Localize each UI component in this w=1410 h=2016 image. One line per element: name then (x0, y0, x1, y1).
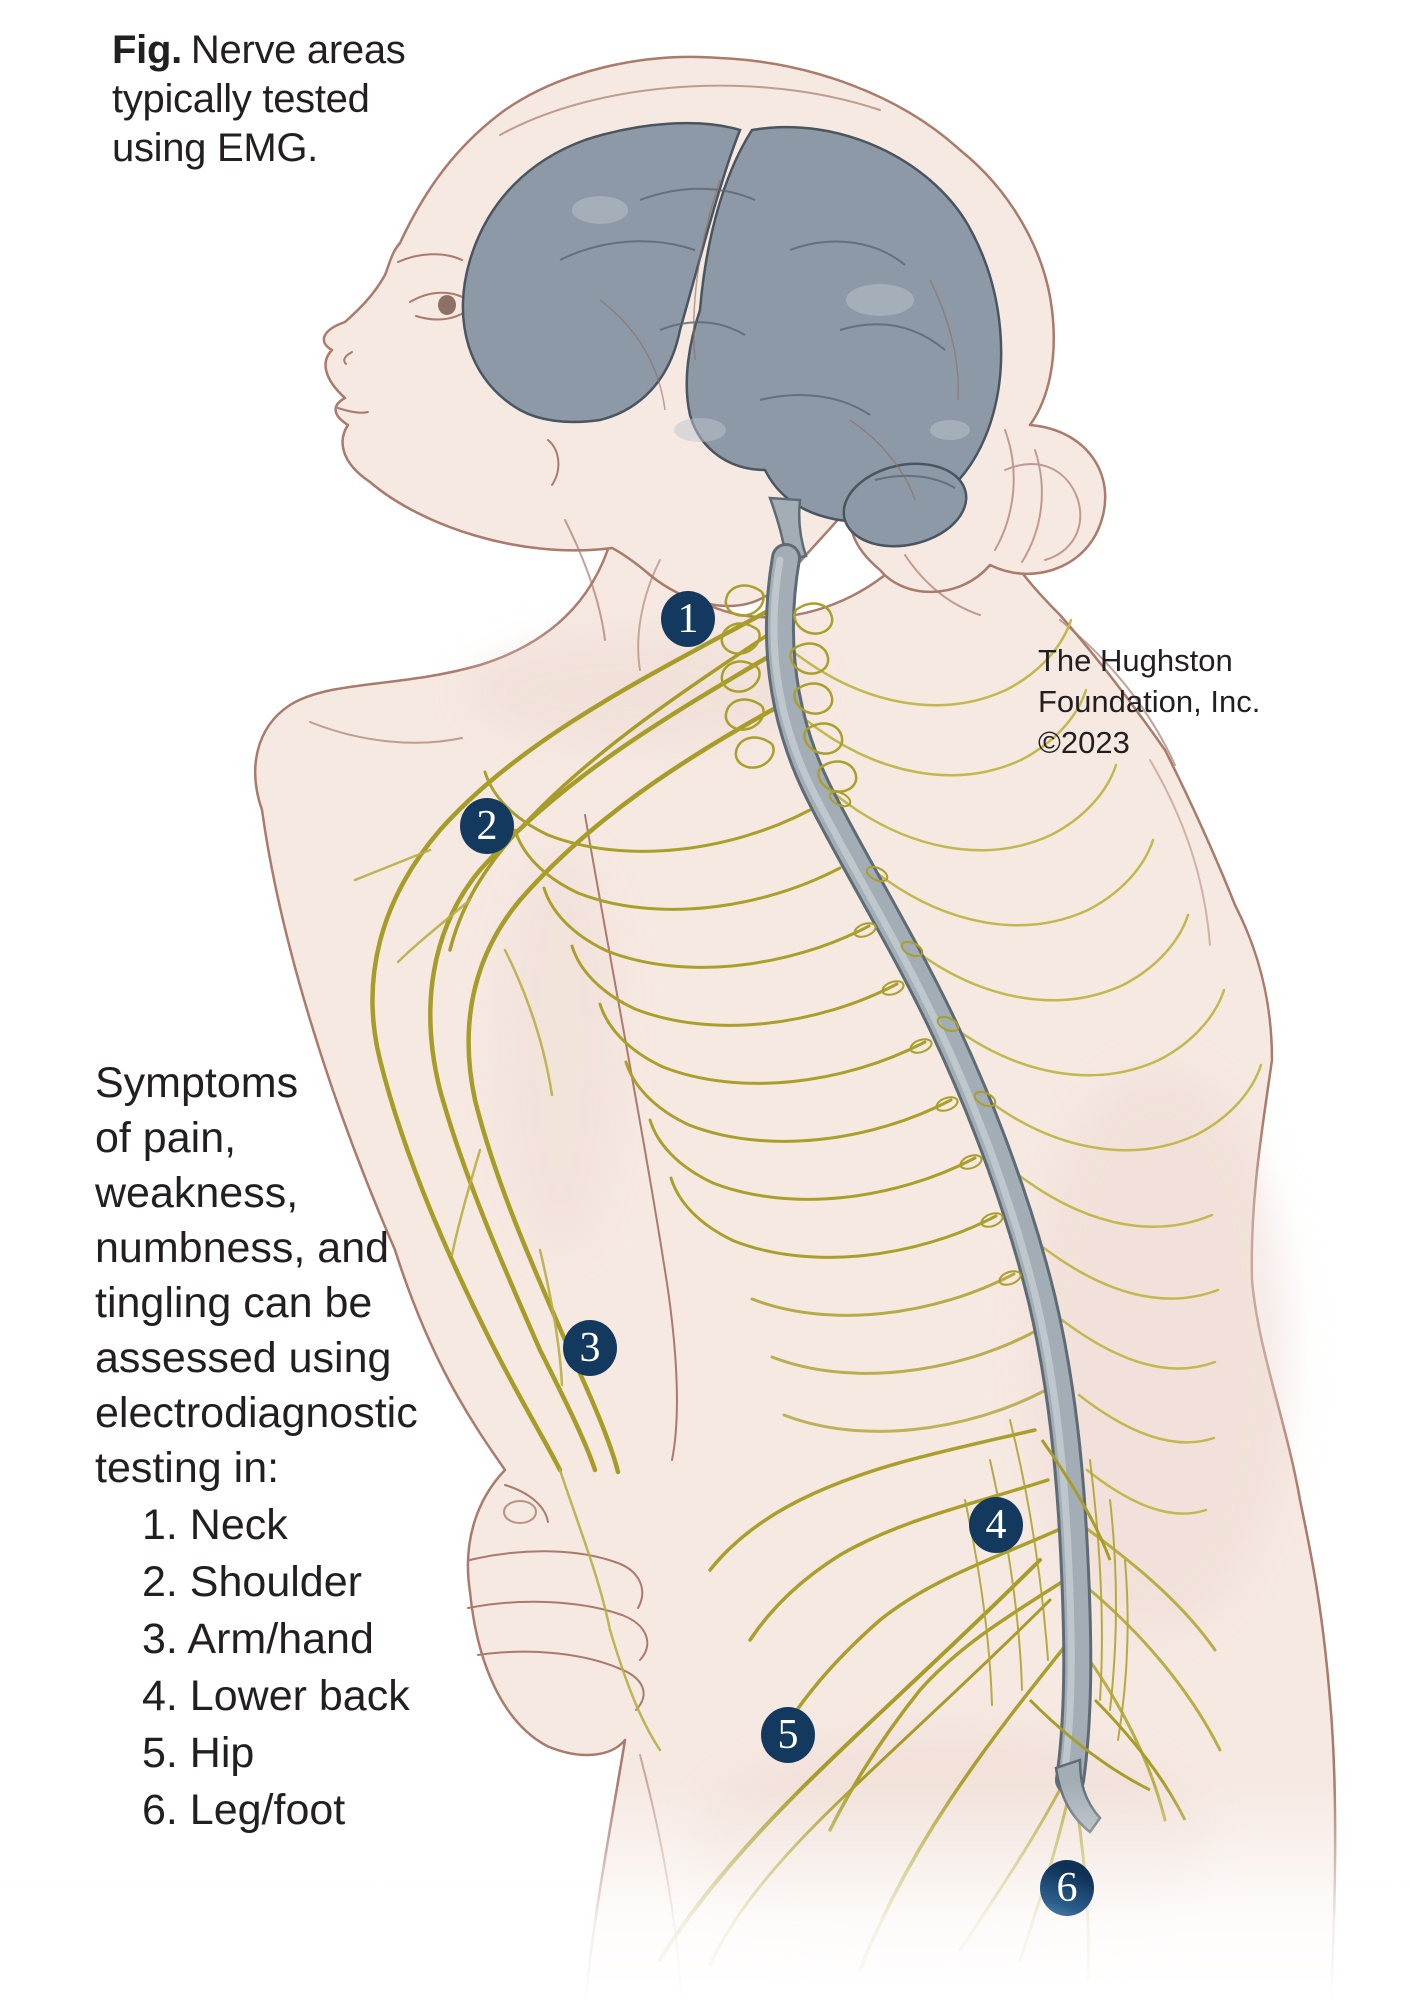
marker-badge-leg-foot: 6 (1040, 1860, 1094, 1916)
nostril-line (343, 351, 353, 365)
finger-crease-1 (469, 1550, 616, 1563)
marker-badge-lower-back: 4 (969, 1497, 1023, 1553)
scapula-line (1149, 759, 1211, 946)
marker-number: 5 (777, 1712, 799, 1758)
brain-highlights (572, 196, 970, 442)
finger-tip-1 (614, 1561, 644, 1609)
legend-item-neck: 1. Neck (142, 1501, 288, 1549)
marker-number: 2 (476, 803, 498, 849)
attribution: The Hughston Foundation, Inc. ©2023 (1038, 640, 1338, 763)
thumbnail (503, 1500, 537, 1524)
legend-item-arm-hand: 3. Arm/hand (142, 1615, 374, 1663)
iris (438, 295, 456, 315)
mouth-line (337, 407, 369, 414)
hair-strands (499, 84, 1082, 616)
symptom-legend-list: 1. Neck 2. Shoulder 3. Arm/hand 4. Lower… (142, 1497, 502, 1839)
neck-crease-line (564, 519, 606, 641)
eyebrow-line (397, 253, 463, 263)
cervical-nerve-loops (720, 584, 858, 793)
ear-line (547, 439, 560, 486)
lower-eyelid-line (415, 311, 466, 321)
caption-prefix: Fig. (112, 28, 182, 72)
legend-item-leg-foot: 6. Leg/foot (142, 1786, 346, 1834)
neck-crease-line-2 (637, 559, 661, 671)
legend-item-lower-back: 4. Lower back (142, 1672, 410, 1720)
attribution-line: ©2023 (1038, 725, 1130, 760)
hand-details (467, 1484, 649, 1711)
symptoms-line: tingling can be (95, 1279, 373, 1327)
caption-text: Nerve areas typically tested using EMG. (112, 28, 406, 170)
attribution-line: The Hughston (1038, 643, 1233, 678)
spinal-cord (765, 543, 1102, 1834)
marker-badge-arm-hand: 3 (563, 1320, 617, 1376)
intercostal-nerves-left (483, 770, 1048, 1433)
attribution-line: Foundation, Inc. (1038, 684, 1261, 719)
symptoms-line: numbness, and (95, 1224, 390, 1272)
symptoms-line: electrodiagnostic (95, 1389, 418, 1437)
marker-number: 3 (579, 1325, 601, 1371)
brain-gyri-lines (559, 187, 956, 489)
symptoms-line: assessed using (95, 1334, 392, 1382)
brain-sketch-lines (599, 179, 960, 501)
spinal-cord-highlight (770, 556, 1075, 1780)
spinal-cord-body (768, 546, 1090, 1792)
trapezius-line (1059, 619, 1176, 766)
marker-badge-hip: 5 (761, 1707, 815, 1763)
bottom-fade-overlay (0, 1781, 1410, 2016)
finger-tip-2 (621, 1614, 649, 1661)
nerve-roots (720, 584, 1187, 1821)
arm-nerve-branches (353, 848, 662, 1752)
finger-crease-3 (477, 1650, 619, 1669)
marker-number: 6 (1056, 1865, 1078, 1911)
collarbone-line (309, 721, 463, 744)
marker-number: 4 (985, 1502, 1007, 1548)
thumb-line (504, 1484, 549, 1523)
inner-arm-line (584, 814, 678, 1461)
symptoms-line: testing in: (95, 1444, 280, 1492)
marker-badge-neck: 1 (661, 591, 715, 647)
symptoms-line: Symptoms (95, 1059, 299, 1107)
legend-item-shoulder: 2. Shoulder (142, 1558, 362, 1606)
marker-badge-shoulder: 2 (460, 798, 514, 854)
symptoms-paragraph: Symptoms of pain, weakness, numbness, an… (95, 1056, 455, 1496)
symptoms-line: weakness, (95, 1169, 299, 1217)
frontal-lobe-shape (461, 121, 742, 424)
figure-caption: Fig.Nerve areas typically tested using E… (112, 26, 457, 173)
dorsal-root-ganglia (828, 790, 1022, 1286)
finger-tip-3 (617, 1667, 645, 1711)
legend-item-hip: 5. Hip (142, 1729, 255, 1777)
intercostal-nerves-right (789, 618, 1263, 1515)
marker-number: 1 (677, 596, 699, 642)
symptoms-line: of pain, (95, 1114, 237, 1162)
brain (461, 121, 1003, 562)
